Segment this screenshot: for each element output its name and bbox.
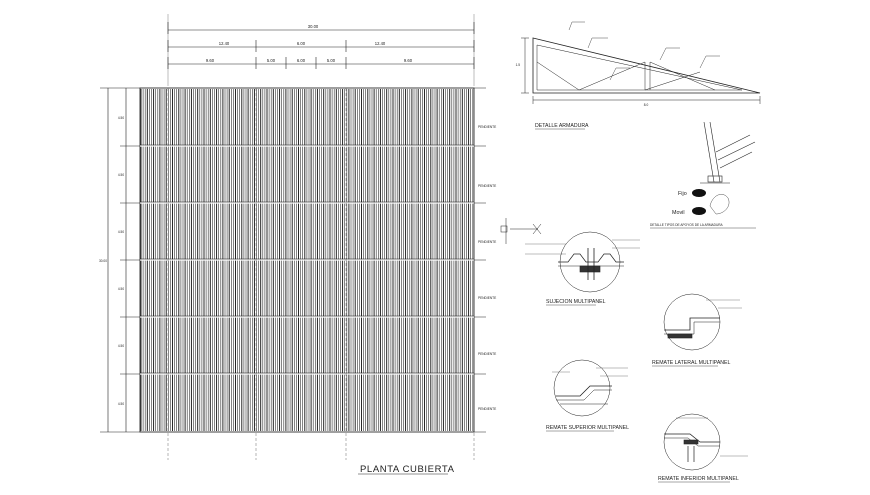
top-dimension-chain [167,14,475,86]
lower-title: REMATE INFERIOR MULTIPANEL [658,476,739,482]
roof-purlin-edges [140,144,474,374]
width-segment-mid-2: 6.00 [297,41,306,46]
bay-height-1: 4.50 [118,116,124,120]
right-annotation-ticks [474,87,486,433]
bay-height-4: 4.50 [118,287,124,291]
slope-label-2: PENDIENTE [478,184,496,188]
slope-label-4: PENDIENTE [478,296,496,300]
section-marker [500,218,542,244]
truss-span-label: 8.0 [644,103,649,107]
slope-label-5: PENDIENTE [478,352,496,356]
truss-title: DETALLE ARMADURA [535,123,589,129]
overall-height-label: 30.00 [99,259,107,263]
side-title: REMATE LATERAL MULTIPANEL [652,360,731,366]
width-segment-mid-3: 12.40 [375,41,386,46]
fixing-title: SUJECION MULTIPANEL [546,299,606,305]
width-segment-low-2: 5.00 [267,58,276,63]
fixed-support-symbol [692,189,706,197]
width-segment-mid-1: 12.40 [219,41,230,46]
slope-label-1: PENDIENTE [478,125,496,129]
upper-detail [552,359,628,417]
lower-detail [663,413,748,471]
slope-label-3: PENDIENTE [478,240,496,244]
width-segment-low-4: 5.00 [327,58,336,63]
side-detail [663,293,742,351]
bay-height-3: 4.50 [118,230,124,234]
overall-width-label: 30.00 [308,24,319,29]
roof-purlins [140,145,474,375]
width-segment-low-5: 9.60 [404,58,413,63]
support-fixed-label: Fijo [678,191,687,197]
roof-grid-axes [167,88,475,460]
support-title: DETALLE TIPOS DE APOYOS DE LA ARMADURA [650,223,724,227]
bay-height-5: 4.50 [118,344,124,348]
truss-height-label: 1.5 [516,63,521,67]
width-segment-low-3: 6.00 [297,58,306,63]
plan-title: PLANTA CUBIERTA [360,464,455,475]
mobile-support-symbol [692,207,706,215]
support-detail [700,121,756,215]
fixing-detail [525,231,640,293]
left-dimension-chain [100,87,140,433]
roof-plan [139,87,475,460]
slope-label-6: PENDIENTE [478,407,496,411]
bay-height-2: 4.50 [118,173,124,177]
truss-detail [521,21,761,104]
width-segment-low-1: 9.60 [206,58,215,63]
bay-height-6: 4.50 [118,402,124,406]
upper-title: REMATE SUPERIOR MULTIPANEL [546,425,629,431]
support-mobile-label: Movil [672,210,685,216]
